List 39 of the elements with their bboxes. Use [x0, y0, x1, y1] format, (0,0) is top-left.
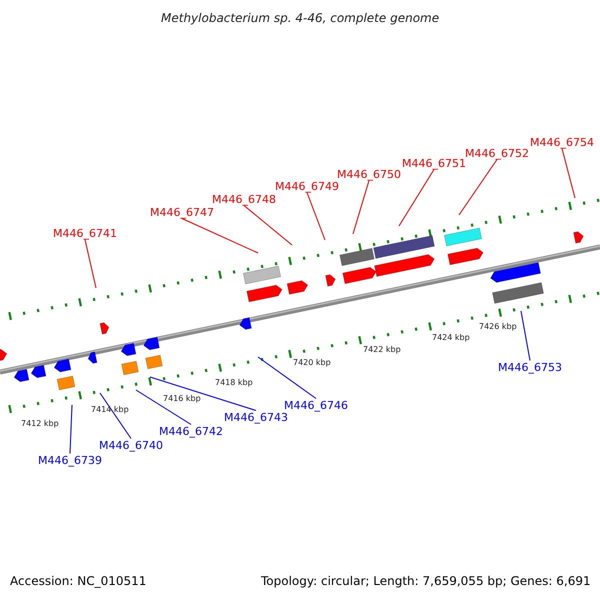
leader-line — [70, 404, 72, 454]
leader-line — [244, 205, 292, 246]
gene-label: M446_6753 — [498, 360, 562, 374]
leader-line — [100, 392, 132, 439]
footer-text: Accession: NC_010511 — [10, 574, 146, 588]
gene-label: M446_6741 — [53, 226, 117, 240]
scale-label: 7422 kbp — [363, 344, 401, 356]
scale-label: 7424 kbp — [432, 332, 470, 344]
scale-label: 7420 kbp — [293, 356, 331, 368]
leader-line — [150, 376, 256, 411]
gene-label: M446_6750 — [337, 168, 401, 180]
leader-line — [306, 192, 326, 240]
leader-line — [84, 239, 96, 288]
gene-label: M446_6754 — [530, 136, 594, 148]
leader-line — [136, 390, 192, 425]
leader-line — [182, 218, 258, 254]
gene-label: M446_6743 — [224, 410, 288, 424]
gene-label: M446_6746 — [284, 398, 348, 412]
leader-line — [520, 310, 530, 361]
gene-label: M446_6752 — [465, 146, 529, 160]
footer-text: Topology: circular; Length: 7,659,055 bp; Genes: 6,691 — [261, 574, 591, 588]
title: Methylobacterium sp. 4-46, complete genome — [161, 12, 440, 24]
gene-label: M446_6748 — [212, 192, 276, 206]
leader-line — [398, 169, 434, 226]
leader-line — [458, 159, 498, 216]
scale-label: 7414 kbp — [91, 404, 129, 416]
gene-label: M446_6742 — [159, 424, 223, 438]
gene-label: M446_6751 — [402, 156, 466, 170]
leader-line — [352, 180, 370, 234]
leader-line — [562, 148, 576, 198]
scale-label: 7416 kbp — [163, 392, 201, 404]
gene-label: M446_6740 — [99, 438, 163, 452]
leader-line — [258, 356, 316, 399]
scale-label: 7426 kbp — [479, 320, 517, 332]
gene-label: M446_6747 — [150, 206, 214, 218]
scale-label: 7412 kbp — [21, 418, 59, 430]
scale-label: 7418 kbp — [215, 376, 253, 388]
gene-label: M446_6749 — [275, 180, 339, 192]
gene-label: M446_6739 — [38, 454, 102, 466]
